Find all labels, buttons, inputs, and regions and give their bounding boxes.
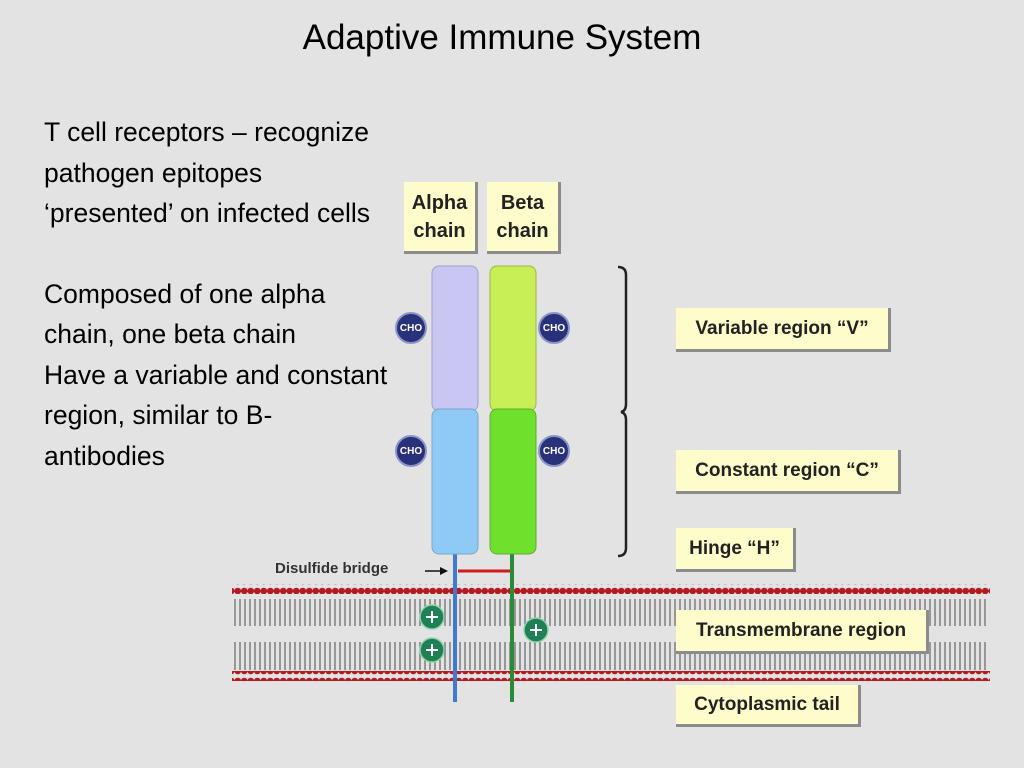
cho-beta-constant <box>538 435 570 467</box>
body-paragraph-chains: Composed of one alpha chain, one beta ch… <box>44 278 326 350</box>
cho-label: CHO <box>399 445 423 457</box>
beta-variable-domain <box>489 265 537 412</box>
cytoplasmic-tail-label: Cytoplasmic tail <box>676 685 861 727</box>
cho-label: CHO <box>542 322 566 334</box>
hinge-label: Hinge “H” <box>676 528 796 572</box>
cho-label: CHO <box>542 445 566 457</box>
alpha-constant-domain <box>431 408 479 555</box>
variable-region-label: Variable region “V” <box>676 308 891 352</box>
cho-beta-variable <box>538 312 570 344</box>
beta-chain <box>489 265 537 702</box>
body-paragraph-regions: Have a variable and constant region, sim… <box>44 359 388 471</box>
disulfide-bridge-label: Disulfide bridge <box>275 560 389 577</box>
alpha-label-line2: chain <box>413 219 466 242</box>
body-text: T cell receptors – recognize pathogen ep… <box>44 112 389 476</box>
tcr-diagram: Alpha chain Beta chain CHO CHO CHO CHO D… <box>228 176 998 727</box>
alpha-chain <box>431 265 479 702</box>
slide-title: Adaptive Immune System <box>302 18 702 57</box>
cho-alpha-constant <box>395 435 427 467</box>
alpha-chain-label: Alpha chain <box>404 182 478 254</box>
beta-constant-domain <box>489 408 537 555</box>
alpha-label-line1: Alpha <box>411 191 468 214</box>
transmembrane-region-label: Transmembrane region <box>676 610 929 654</box>
charge-icon-2 <box>419 637 445 663</box>
charge-icon-1 <box>419 604 445 630</box>
region-brace <box>617 265 628 558</box>
cho-label: CHO <box>399 322 423 334</box>
charge-icon-3 <box>523 617 549 643</box>
beta-chain-label: Beta chain <box>487 182 561 254</box>
constant-region-label: Constant region “C” <box>676 450 901 494</box>
beta-label-line2: chain <box>496 219 549 242</box>
body-paragraph-tcr: T cell receptors – recognize pathogen ep… <box>44 117 371 228</box>
cho-alpha-variable <box>395 312 427 344</box>
alpha-variable-domain <box>431 265 479 412</box>
beta-label-line1: Beta <box>500 191 545 214</box>
